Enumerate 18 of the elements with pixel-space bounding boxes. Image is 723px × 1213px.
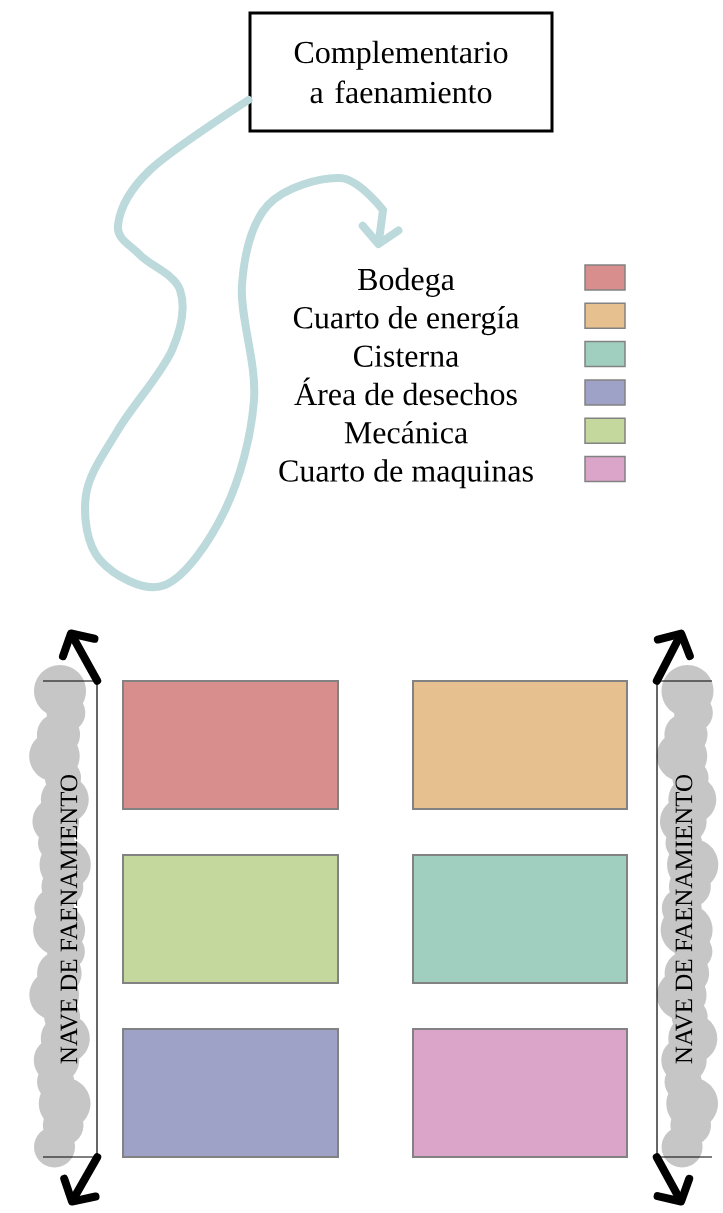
room-block [122, 680, 339, 810]
room-block [122, 1028, 339, 1158]
legend-label: Cisterna [354, 345, 459, 367]
text-box: Complementario a faenamiento [248, 11, 554, 133]
legend-label: Mecánica [344, 420, 468, 444]
curved-arrow [81, 96, 403, 592]
node-label: NAVE DE FAENAMIENTO [675, 774, 693, 1064]
node-label: NAVE DE FAENAMIENTO [60, 774, 78, 1064]
room-block [122, 854, 339, 984]
room-block [412, 680, 628, 810]
room-block [412, 854, 628, 984]
building-band: NAVE DE FAENAMIENTO [656, 665, 719, 1168]
legend-label: Área de desechos [294, 377, 517, 406]
legend-label: Cuarto de maquinas [279, 459, 533, 489]
legend-label: Bodega [358, 267, 455, 297]
legend-label: Cuarto de energía [293, 306, 520, 336]
building-band: NAVE DE FAENAMIENTO [29, 665, 98, 1168]
room-block [412, 1028, 628, 1158]
